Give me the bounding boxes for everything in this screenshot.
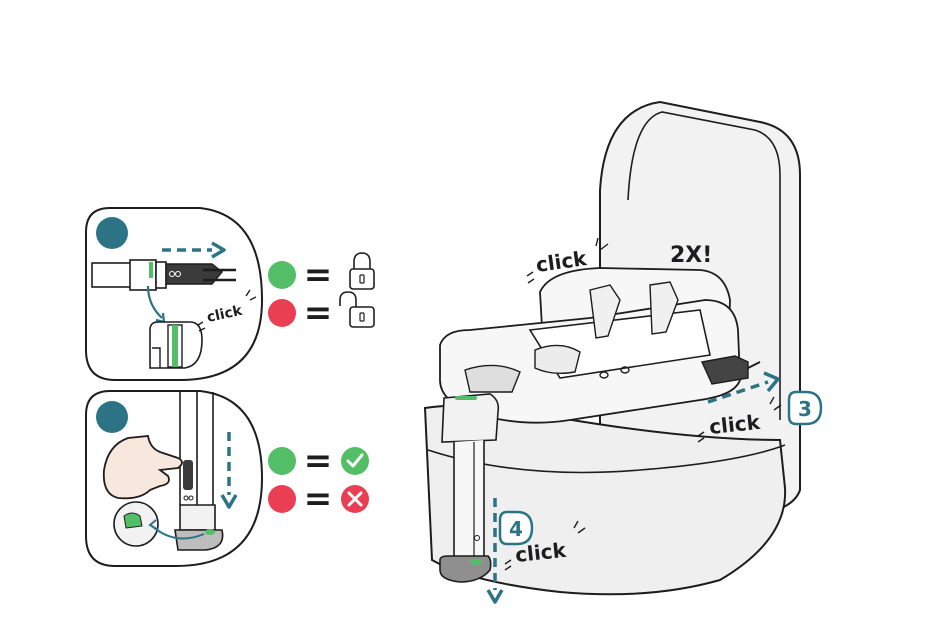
legend-lock-status: = = [268,253,374,333]
base-front-panel [465,365,520,392]
legend-check-status: = = [268,441,369,519]
padlock-closed-icon [350,253,374,289]
equals-sign: = [304,479,333,519]
status-dot-green [268,261,296,289]
status-dot-red [268,485,296,513]
step-dot-1 [96,217,128,249]
step-badge-4: 4 [500,512,532,544]
detail-zoom-connector [150,322,202,368]
step-number-3: 3 [798,397,812,421]
status-dot-red [268,299,296,327]
panel-leg-indicator [86,391,262,566]
step-dot-2 [96,401,128,433]
step-badge-3: 3 [789,392,821,424]
status-dot-green [268,447,296,475]
twice-label: 2X! [670,243,712,268]
base-latch [535,345,580,373]
padlock-open-icon [340,292,374,327]
equals-sign: = [304,255,333,295]
checkmark-icon [341,447,369,475]
cross-icon [341,485,369,513]
equals-sign: = [304,441,333,481]
panel-connector-lock: click [86,208,262,380]
step-number-4: 4 [509,517,523,541]
equals-sign: = [304,293,333,333]
